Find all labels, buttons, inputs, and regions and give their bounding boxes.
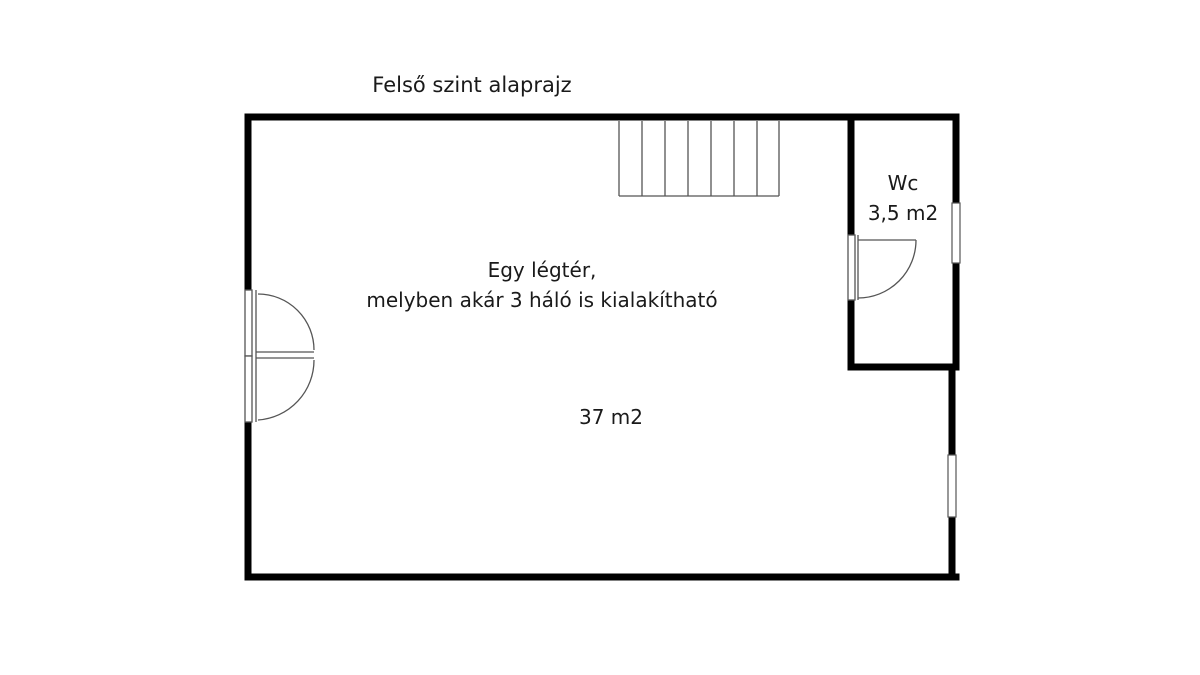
windows: [947, 202, 961, 518]
main-room-area: 37 m2: [579, 405, 643, 429]
door-frame-lower: [244, 355, 253, 423]
wc-room-area: 3,5 m2: [868, 201, 938, 225]
wc-door: [847, 234, 917, 301]
wc-walls: [847, 113, 960, 371]
entrance-double-door: [244, 289, 315, 423]
staircase: [618, 121, 780, 197]
wc-door-frame: [847, 234, 856, 301]
main-window: [947, 454, 957, 518]
wc-room-name: Wc: [888, 171, 919, 195]
main-room-label-line2: melyben akár 3 háló is kialakítható: [366, 288, 717, 312]
wc-window: [951, 202, 961, 264]
door-frame-upper: [244, 289, 253, 357]
plan-title: Felső szint alaprajz: [372, 73, 571, 97]
outer-walls: [244, 113, 960, 581]
main-room-label-line1: Egy légtér,: [488, 258, 597, 282]
